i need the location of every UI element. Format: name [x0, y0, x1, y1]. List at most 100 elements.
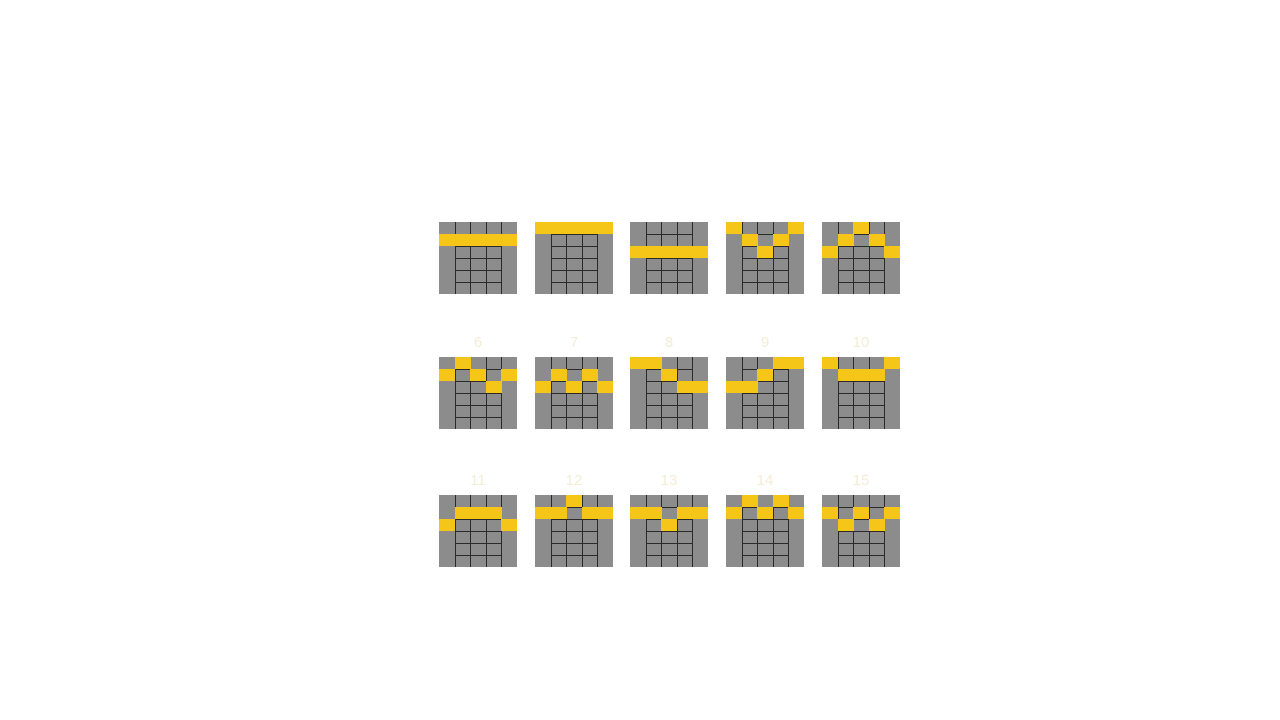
payline-highlight-cell: [773, 357, 789, 369]
payline-highlight-cell: [677, 246, 693, 258]
payline-number: 11: [470, 472, 486, 489]
payline-diagram: [630, 222, 708, 294]
payline-highlight-cell: [630, 246, 646, 258]
payline-grid: [630, 495, 708, 567]
payline-highlight-cell: [742, 495, 758, 507]
payline-highlight-cell: [535, 507, 551, 519]
payline-highlight-cell: [470, 507, 486, 519]
payline-highlight-cell: [757, 369, 773, 381]
payline-highlight-cell: [822, 507, 838, 519]
payline-highlight-cell: [501, 234, 517, 246]
payline-diagram: [439, 222, 517, 294]
payline-diagram: [726, 222, 804, 294]
payline-11: 11: [439, 472, 517, 567]
payline-highlight-cell: [566, 495, 582, 507]
payline-highlight-cell: [582, 507, 598, 519]
payline-grid: [726, 357, 804, 429]
payline-highlight-cell: [788, 222, 804, 234]
payline-highlight-cell: [677, 381, 693, 393]
payline-highlight-cell: [439, 369, 455, 381]
payline-highlight-cell: [838, 519, 854, 531]
payline-grid: [535, 357, 613, 429]
payline-highlight-cell: [726, 222, 742, 234]
payline-number: 6: [473, 334, 483, 351]
payline-grid: [439, 495, 517, 567]
payline-9: 9: [726, 334, 804, 429]
payline-highlight-cell: [455, 507, 471, 519]
payline-highlight-cell: [869, 519, 885, 531]
payline-highlight-cell: [838, 369, 854, 381]
payline-highlight-cell: [501, 519, 517, 531]
payline-highlight-cell: [455, 357, 471, 369]
payline-diagram: [726, 495, 804, 567]
payline-diagram: [630, 495, 708, 567]
payline-highlight-cell: [838, 234, 854, 246]
payline-diagram: [822, 222, 900, 294]
payline-highlight-cell: [597, 381, 613, 393]
payline-7: 7: [535, 334, 613, 429]
payline-grid: [535, 495, 613, 567]
payline-number: 15: [852, 472, 870, 489]
payline-highlight-cell: [646, 507, 662, 519]
payline-diagram: [535, 222, 613, 294]
payline-1: [439, 222, 517, 294]
payline-highlight-cell: [742, 234, 758, 246]
payline-highlight-cell: [486, 381, 502, 393]
payline-highlight-cell: [661, 246, 677, 258]
payline-highlight-cell: [551, 507, 567, 519]
payline-diagram: [439, 357, 517, 429]
payline-highlight-cell: [869, 234, 885, 246]
payline-highlight-cell: [501, 369, 517, 381]
payline-highlight-cell: [677, 507, 693, 519]
payline-number: 8: [664, 334, 674, 351]
payline-diagram: [439, 495, 517, 567]
payline-highlight-cell: [869, 369, 885, 381]
payline-highlight-cell: [692, 507, 708, 519]
payline-highlight-cell: [661, 369, 677, 381]
payline-grid: [439, 222, 517, 294]
payline-13: 13: [630, 472, 708, 567]
payline-number: 12: [565, 472, 583, 489]
payline-highlight-cell: [726, 381, 742, 393]
payline-highlight-cell: [692, 381, 708, 393]
payline-highlight-cell: [822, 357, 838, 369]
payline-number: 9: [760, 334, 770, 351]
payline-diagram: [630, 357, 708, 429]
payline-grid: [726, 495, 804, 567]
payline-5: [822, 222, 900, 294]
payline-grid: [822, 222, 900, 294]
payline-highlight-cell: [822, 246, 838, 258]
payline-number: 7: [569, 334, 579, 351]
payline-highlight-cell: [455, 234, 471, 246]
payline-12: 12: [535, 472, 613, 567]
payline-highlight-cell: [773, 495, 789, 507]
payline-diagram: [822, 495, 900, 567]
payline-grid: [630, 357, 708, 429]
payline-number: 13: [660, 472, 678, 489]
payline-10: 10: [822, 334, 900, 429]
payline-highlight-cell: [551, 369, 567, 381]
payline-3: [630, 222, 708, 294]
payline-highlight-cell: [486, 507, 502, 519]
payline-highlight-cell: [726, 507, 742, 519]
payline-highlight-cell: [470, 369, 486, 381]
payline-highlight-cell: [742, 381, 758, 393]
payline-highlight-cell: [646, 246, 662, 258]
payline-highlight-cell: [788, 357, 804, 369]
payline-highlight-cell: [551, 222, 567, 234]
payline-6: 6: [439, 334, 517, 429]
payline-8: 8: [630, 334, 708, 429]
payline-highlight-cell: [630, 507, 646, 519]
payline-highlight-cell: [597, 507, 613, 519]
payline-highlight-cell: [439, 519, 455, 531]
payline-highlight-cell: [566, 381, 582, 393]
payline-highlight-cell: [646, 357, 662, 369]
payline-highlight-cell: [884, 246, 900, 258]
payline-2: [535, 222, 613, 294]
payline-highlight-cell: [692, 246, 708, 258]
payline-highlight-cell: [884, 357, 900, 369]
payline-highlight-cell: [470, 234, 486, 246]
payline-14: 14: [726, 472, 804, 567]
payline-grid: [439, 357, 517, 429]
payline-highlight-cell: [773, 234, 789, 246]
